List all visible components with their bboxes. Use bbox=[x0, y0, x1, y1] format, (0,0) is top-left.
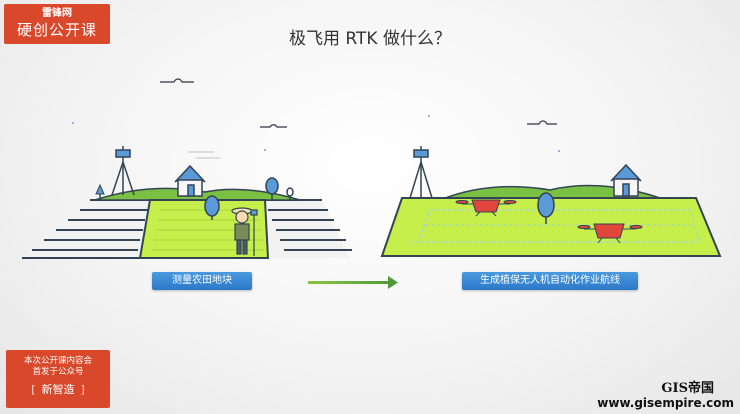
tree-icon bbox=[204, 177, 294, 220]
right-scene-label: 生成植保无人机自动化作业航线 bbox=[462, 272, 638, 290]
right-scene bbox=[380, 146, 722, 257]
brand-line1: 雷锋网 bbox=[42, 8, 72, 19]
cloud-line-icon bbox=[160, 78, 557, 128]
drone-icon bbox=[577, 223, 643, 244]
promo-line2: 首发于公众号 bbox=[32, 367, 84, 377]
watermark-line2: www.gisempire.com bbox=[597, 396, 734, 410]
watermark: GIS帝国 www.gisempire.com bbox=[597, 377, 734, 410]
promo-account-name: 新智造 bbox=[41, 383, 75, 396]
surveyor-icon bbox=[231, 207, 258, 256]
page-title: 极飞用 RTK 做什么？ bbox=[289, 29, 451, 49]
tree-icon bbox=[95, 183, 105, 200]
rtk-base-tower-icon bbox=[409, 146, 433, 199]
promo-line1: 本次公开课内容会 bbox=[23, 356, 92, 366]
house-icon bbox=[174, 164, 206, 197]
promo-close-bracket: ] bbox=[80, 383, 85, 396]
brand-logo: 雷锋网 硬创公开课 bbox=[4, 4, 110, 44]
tree-icon bbox=[537, 192, 555, 224]
house-icon bbox=[610, 163, 642, 197]
drone-icon bbox=[455, 199, 517, 217]
left-scene bbox=[22, 146, 352, 259]
rtk-base-tower-icon bbox=[111, 146, 135, 196]
promo-open-bracket: [ bbox=[31, 383, 36, 396]
arrow-right-icon bbox=[308, 276, 398, 289]
watermark-line1: GIS帝国 bbox=[661, 381, 714, 396]
promo-badge: 本次公开课内容会 首发于公众号 [ 新智造] bbox=[6, 350, 110, 408]
brand-line2: 硬创公开课 bbox=[16, 21, 97, 39]
left-scene-label: 测量农田地块 bbox=[152, 272, 252, 290]
promo-account: [ 新智造] bbox=[6, 383, 110, 397]
